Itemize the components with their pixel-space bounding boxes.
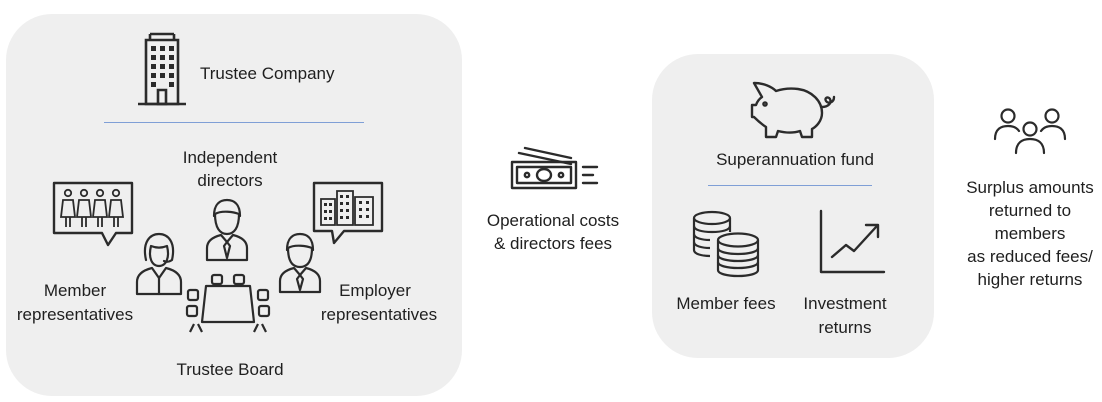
surplus-line-4: as reduced fees/: [967, 247, 1093, 266]
trustee-panel: [6, 14, 462, 396]
family-speech-bubble-icon: [52, 181, 136, 249]
fund-divider: [708, 185, 872, 186]
trustee-company-label: Trustee Company: [200, 64, 335, 83]
man-tie-person-icon: [204, 198, 250, 262]
meeting-table-icon: [184, 272, 272, 336]
independent-directors-label-line2: directors: [197, 171, 263, 190]
trustee-divider: [104, 122, 364, 123]
superannuation-fund-panel: [652, 54, 934, 358]
employer-representatives-label-line1: Employer: [339, 281, 411, 300]
investment-returns-label-line2: returns: [818, 318, 872, 337]
woman-person-icon: [134, 232, 184, 296]
piggy-bank-icon: [750, 77, 836, 139]
people-group-icon: [992, 107, 1068, 155]
member-fees-label: Member fees: [676, 294, 776, 313]
operational-costs-label-line1: Operational costs: [486, 211, 620, 230]
trustee-board-label: Trustee Board: [176, 360, 284, 379]
cash-money-icon: [509, 146, 599, 190]
city-buildings-speech-bubble-icon: [312, 181, 384, 247]
office-building-icon: [136, 32, 188, 106]
surplus-line-1: Surplus amounts: [966, 178, 1094, 197]
operational-costs-label-line2: & directors fees: [493, 234, 613, 253]
employer-representatives-label-line2: representatives: [320, 305, 438, 324]
member-representatives-label-line2: representatives: [16, 305, 134, 324]
surplus-line-3: members: [994, 224, 1066, 243]
growth-chart-icon: [818, 209, 886, 275]
surplus-line-5: higher returns: [977, 270, 1083, 289]
member-representatives-label-line1: Member: [43, 281, 107, 300]
man-tie-person-icon: [277, 232, 323, 294]
surplus-line-2: returned to: [988, 201, 1072, 220]
superannuation-fund-title: Superannuation fund: [716, 150, 874, 169]
coin-stacks-icon: [688, 210, 764, 278]
independent-directors-label-line1: Independent: [182, 148, 278, 167]
investment-returns-label-line1: Investment: [803, 294, 887, 313]
